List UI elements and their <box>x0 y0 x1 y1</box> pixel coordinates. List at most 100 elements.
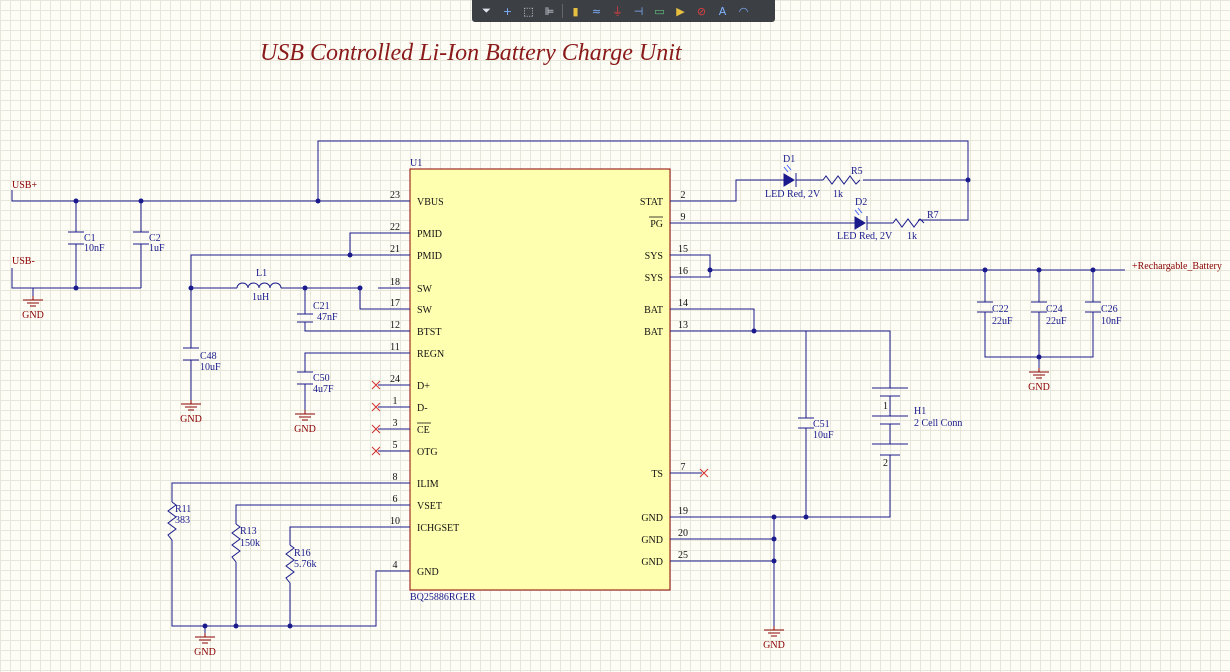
pin-name: TS <box>651 469 663 480</box>
ground-symbol[interactable] <box>764 626 784 637</box>
pin-name: PMID <box>417 229 442 240</box>
capacitor-c2[interactable] <box>133 231 149 245</box>
ground-symbol[interactable] <box>23 296 43 307</box>
u1-ic-body[interactable] <box>409 168 671 591</box>
pin-name: REGN <box>417 349 444 360</box>
arc-tool-icon[interactable]: ◠ <box>738 4 749 18</box>
no-connect-x <box>371 380 381 390</box>
text-tool-icon[interactable]: A <box>718 4 727 18</box>
pin-name: VBUS <box>417 197 444 208</box>
d2-value: LED Red, 2V <box>837 231 893 242</box>
pin-name: D+ <box>417 381 430 392</box>
pin-name: SW <box>417 305 433 316</box>
wire-tool-icon[interactable]: ≈ <box>591 4 602 18</box>
capacitor-c50[interactable] <box>297 371 313 385</box>
wires <box>11 140 1125 633</box>
directive-tool-icon[interactable]: ⊘ <box>696 4 707 18</box>
c26-ref: C26 <box>1101 304 1118 315</box>
c22-value: 22uF <box>992 316 1013 327</box>
pin-number: 2 <box>681 190 686 201</box>
ground-label: GND <box>22 310 44 321</box>
c1-value: 10nF <box>84 243 105 254</box>
resistor-r16[interactable] <box>285 544 295 584</box>
capacitor-c51[interactable] <box>798 417 814 429</box>
battery-connector-h1[interactable] <box>872 387 908 456</box>
sheet-title: USB Controlled Li-Ion Battery Charge Uni… <box>260 40 683 66</box>
u1-ref: U1 <box>410 158 422 169</box>
pin-number: 5 <box>393 440 398 451</box>
d2-ref: D2 <box>855 197 867 208</box>
resistor-r7[interactable] <box>892 218 925 228</box>
led-d2[interactable] <box>854 207 868 230</box>
resistor-r13[interactable] <box>231 523 241 563</box>
pin-number: 14 <box>678 298 688 309</box>
pin-number: 19 <box>678 506 688 517</box>
r16-ref: R16 <box>294 548 311 559</box>
select-rect-tool-icon[interactable]: ⬚ <box>523 4 534 18</box>
c48-value: 10uF <box>200 362 221 373</box>
active-bar-toolbar: ⏷ + ⬚ ⊫ ▮ ≈ ⏚ ⊣ ▭ ▶ ⊘ A ◠ <box>472 0 775 22</box>
l1-value: 1uH <box>252 292 269 303</box>
part-tool-icon[interactable]: ▮ <box>572 4 579 18</box>
net-usb-minus: USB- <box>12 256 35 267</box>
pin-number: 21 <box>390 244 400 255</box>
toolbar-separator <box>562 4 563 18</box>
capacitor-c24[interactable] <box>1031 301 1047 313</box>
capacitor-c48[interactable] <box>183 347 199 361</box>
pin-name: BAT <box>644 305 663 316</box>
inductor-l1[interactable] <box>236 282 282 289</box>
c22-ref: C22 <box>992 304 1009 315</box>
r5-ref: R5 <box>851 166 863 177</box>
c24-value: 22uF <box>1046 316 1067 327</box>
pin-number: 15 <box>678 244 688 255</box>
ground-symbol[interactable] <box>195 633 215 644</box>
pin-name: BTST <box>417 327 441 338</box>
ground-symbol[interactable] <box>1029 368 1049 379</box>
c1-ref: C1 <box>84 233 96 244</box>
port-tool-icon[interactable]: ▶ <box>676 4 685 18</box>
c24-ref: C24 <box>1046 304 1063 315</box>
no-connect-x <box>371 402 381 412</box>
bus-tool-icon[interactable]: ⊣ <box>633 4 644 18</box>
u1-pins: 23VBUS22PMID21PMID18SW17SW12BTST11REGN24… <box>378 190 702 578</box>
no-connect-x <box>371 424 381 434</box>
pin-name: SYS <box>645 273 663 284</box>
filter-tool-icon[interactable]: ⏷ <box>482 4 491 17</box>
pin-name: GND <box>641 513 663 524</box>
align-tool-icon[interactable]: ⊫ <box>544 4 555 18</box>
pin-name: BAT <box>644 327 663 338</box>
pin-name: D- <box>417 403 428 414</box>
ground-symbol[interactable] <box>181 400 201 411</box>
harness-tool-icon[interactable]: ▭ <box>654 4 665 18</box>
r7-ref: R7 <box>927 210 939 221</box>
resistor-r5[interactable] <box>822 175 861 185</box>
junctions <box>73 177 1096 629</box>
h1-ref: H1 <box>914 406 926 417</box>
pin-name: SW <box>417 284 433 295</box>
pin-name: VSET <box>417 501 442 512</box>
pin-number: 7 <box>681 462 686 473</box>
net-usb-plus: USB+ <box>12 180 37 191</box>
no-connect-x <box>699 468 709 478</box>
move-tool-icon[interactable]: + <box>502 4 513 18</box>
pin-name: STAT <box>640 197 663 208</box>
resistor-r11[interactable] <box>167 501 177 541</box>
c2-ref: C2 <box>149 233 161 244</box>
ground-symbol[interactable] <box>295 410 315 421</box>
c50-ref: C50 <box>313 373 330 384</box>
pin-name: ICHGSET <box>417 523 459 534</box>
capacitor-c26[interactable] <box>1085 301 1101 313</box>
led-d1[interactable] <box>783 164 797 187</box>
capacitor-c1[interactable] <box>68 231 84 245</box>
capacitor-c21[interactable] <box>297 313 313 323</box>
pin-number: 8 <box>393 472 398 483</box>
r11-value: 383 <box>175 515 190 526</box>
pin-number: 13 <box>678 320 688 331</box>
c51-value: 10uF <box>813 430 834 441</box>
c21-value: 47nF <box>317 312 338 323</box>
power-port-tool-icon[interactable]: ⏚ <box>612 5 623 18</box>
capacitor-c22[interactable] <box>977 301 993 313</box>
pin-number: 10 <box>390 516 400 527</box>
